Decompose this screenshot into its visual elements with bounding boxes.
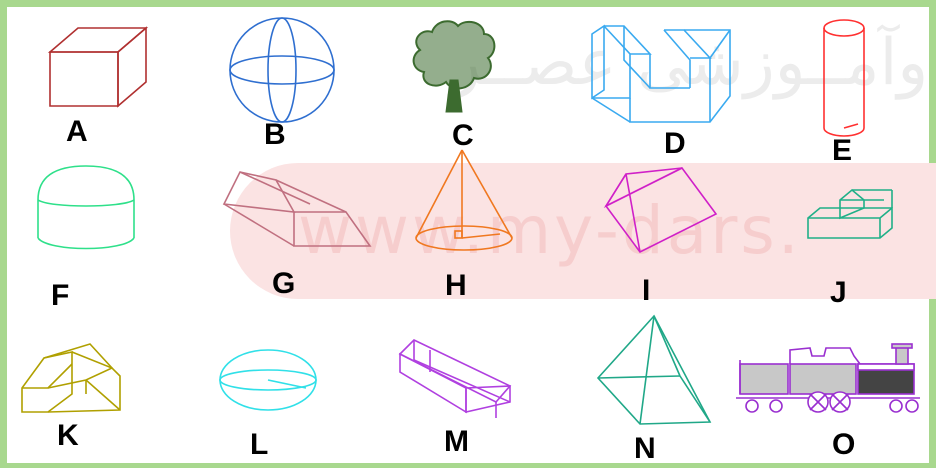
label-d: D [664, 129, 686, 159]
tree-shape [414, 21, 495, 112]
cube-shape [50, 28, 146, 106]
label-l: L [250, 430, 268, 460]
steps-shape [808, 190, 892, 238]
label-j: J [830, 278, 847, 308]
triangular-prism-shape [606, 168, 716, 252]
rectangular-box-shape [400, 340, 510, 418]
house-prism-shape [22, 344, 120, 412]
label-e: E [832, 136, 852, 166]
label-i: I [642, 276, 650, 306]
dome-shape [38, 166, 134, 249]
label-a: A [66, 117, 88, 147]
train-shape [736, 344, 920, 412]
ellipsoid-shape [220, 350, 316, 410]
pyramid-shape [598, 316, 710, 424]
label-n: N [634, 434, 656, 464]
cylinder-shape [824, 20, 864, 136]
label-o: O [832, 430, 855, 460]
label-b: B [264, 120, 286, 150]
label-h: H [445, 271, 467, 301]
label-k: K [57, 421, 79, 451]
slotted-block-shape [592, 26, 730, 122]
trapezoid-prism-shape [224, 172, 370, 246]
cone-shape [416, 150, 512, 250]
label-g: G [272, 269, 295, 299]
label-f: F [51, 281, 69, 311]
sphere-shape [230, 18, 334, 122]
label-c: C [452, 121, 474, 151]
label-m: M [444, 427, 469, 457]
